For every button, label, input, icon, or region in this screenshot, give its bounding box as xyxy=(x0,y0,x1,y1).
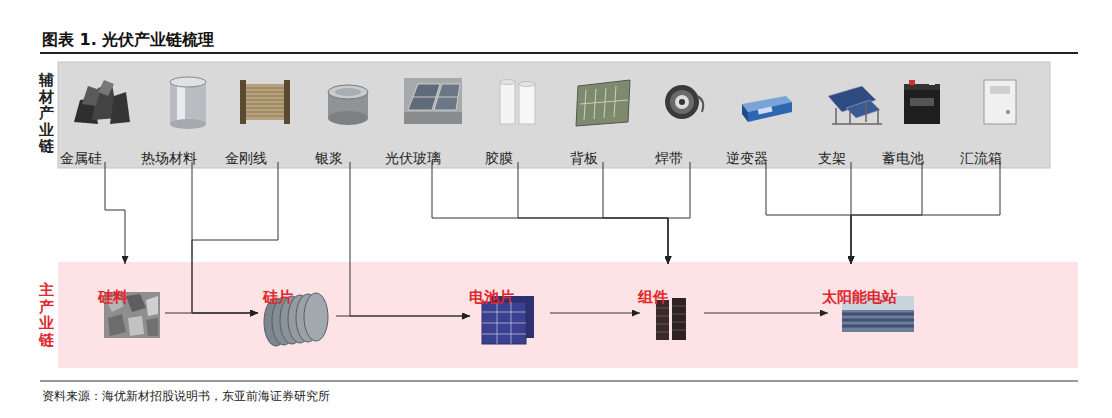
material-item: 胶膜 xyxy=(488,70,548,162)
flow-arrow xyxy=(851,162,922,264)
chain-band: 硅料硅片电池片组件太阳能电站主产业链 xyxy=(58,262,1078,368)
material-item: 焊带 xyxy=(658,70,718,162)
material-item: 银浆 xyxy=(318,70,378,162)
material-item: 金刚线 xyxy=(235,70,295,162)
stage-label: 胶膜 xyxy=(485,150,513,168)
flow-arrow xyxy=(518,162,668,264)
flow-arrow xyxy=(192,162,258,313)
stage-label: 逆变器 xyxy=(726,150,768,168)
stage-label: 蓄电池 xyxy=(882,150,924,168)
band-label: 辅材产业链 xyxy=(39,72,54,155)
band-ground xyxy=(58,62,1050,168)
stage-label: 金属硅 xyxy=(60,150,102,168)
material-item: 蓄电池 xyxy=(892,70,952,162)
stage-label: 支架 xyxy=(818,150,846,168)
flow-arrow xyxy=(668,162,690,264)
flow-arrow xyxy=(766,162,851,264)
flow-arrow xyxy=(432,162,668,264)
stage-label: 电池片 xyxy=(469,288,514,307)
flow-arrow xyxy=(105,162,125,264)
chain-stage: 太阳能电站 xyxy=(828,264,928,336)
source-note: 资料来源：海优新材招股说明书，东亚前海证券研究所 xyxy=(42,388,330,405)
flow-arrow xyxy=(603,162,668,264)
stage-label: 硅料 xyxy=(98,288,128,307)
material-icons xyxy=(74,77,1016,129)
chain-stage: 电池片 xyxy=(470,264,550,350)
stage-label: 汇流箱 xyxy=(960,150,1002,168)
material-item: 光伏玻璃 xyxy=(399,70,465,162)
stage-label: 太阳能电站 xyxy=(822,288,897,307)
stage-label: 组件 xyxy=(638,288,668,307)
flow-arrow xyxy=(350,162,470,316)
stage-label: 银浆 xyxy=(315,150,343,168)
material-item: 支架 xyxy=(821,70,881,162)
chain-stage: 硅片 xyxy=(258,264,336,350)
stage-label: 金刚线 xyxy=(225,150,267,168)
stage-label: 背板 xyxy=(570,150,598,168)
material-item: 热场材料 xyxy=(155,70,221,162)
band-ground xyxy=(58,262,1078,368)
material-item: 逆变器 xyxy=(736,70,796,162)
title-rule xyxy=(40,52,1078,54)
flow-arrow xyxy=(704,313,828,314)
figure-title: 图表 1. 光伏产业链梳理 xyxy=(42,30,214,51)
stage-label: 硅片 xyxy=(263,288,293,307)
chain-stage: 硅料 xyxy=(99,264,165,342)
material-item: 汇流箱 xyxy=(970,70,1030,162)
material-item: 金属硅 xyxy=(70,70,130,162)
band-label: 主产业链 xyxy=(39,282,54,348)
stage-label: 热场材料 xyxy=(141,150,197,168)
chain-stage: 组件 xyxy=(640,264,704,344)
flow-arrow xyxy=(165,313,258,314)
flow-arrow xyxy=(550,313,640,314)
material-item: 背板 xyxy=(573,70,633,162)
caption-rule xyxy=(40,381,1078,382)
flow-arrow xyxy=(336,316,470,317)
chain-band: 金属硅热场材料金刚线银浆光伏玻璃胶膜背板焊带逆变器支架蓄电池汇流箱辅材产业链 xyxy=(58,62,1050,168)
stage-label: 光伏玻璃 xyxy=(385,150,441,168)
stage-label: 焊带 xyxy=(655,150,683,168)
flow-arrow xyxy=(851,162,1000,264)
